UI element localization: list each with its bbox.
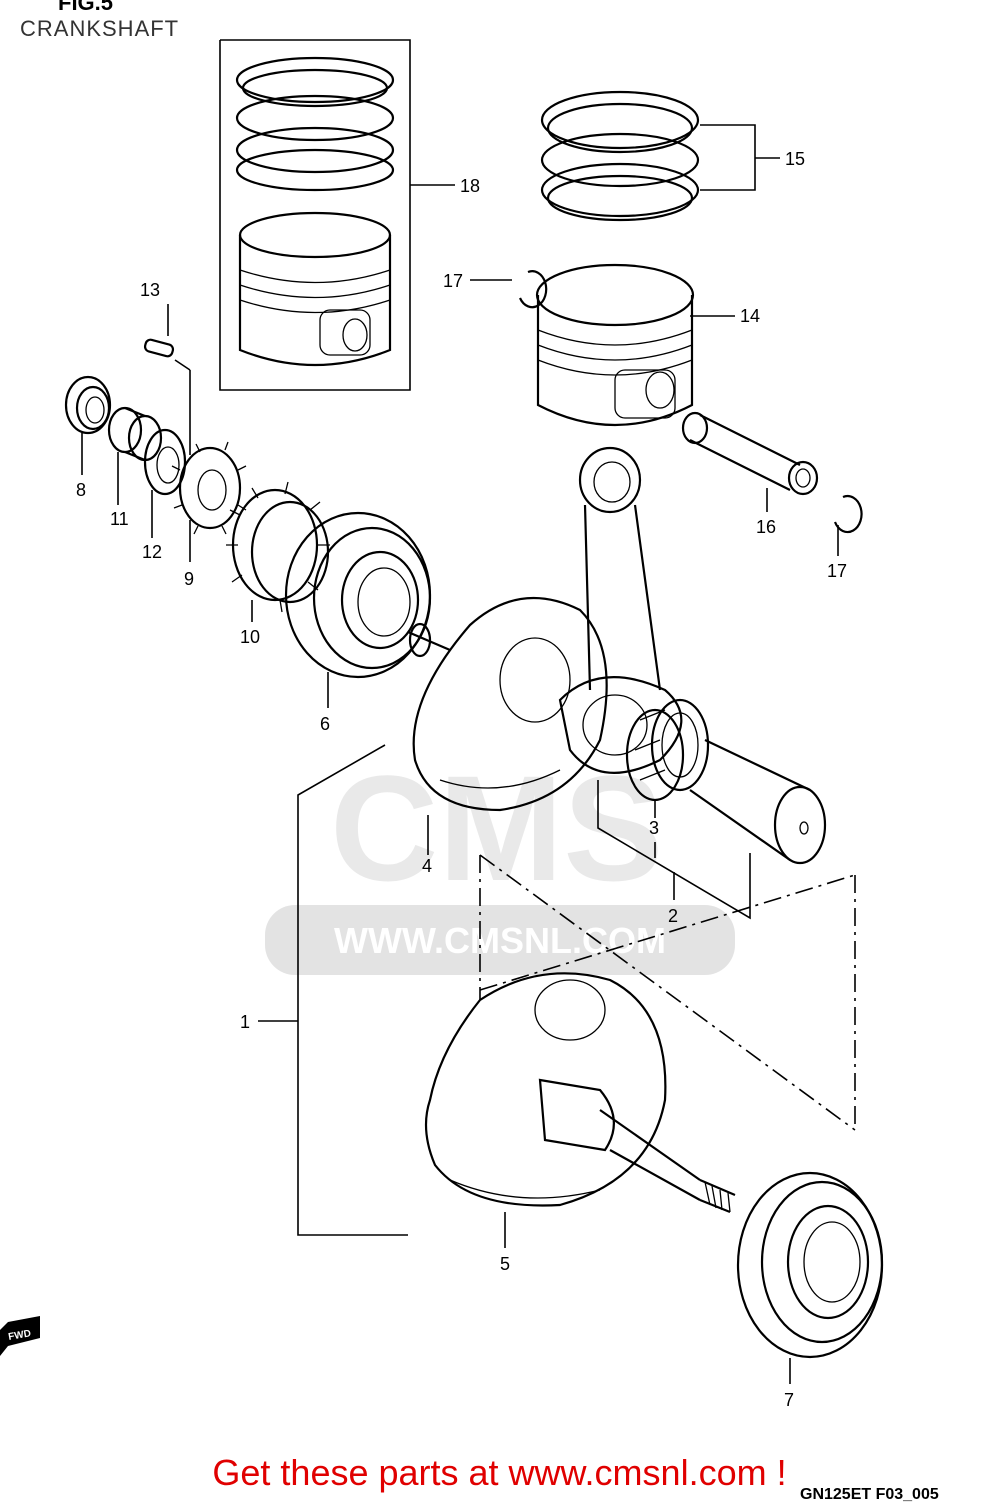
callout-3: 3 [649,818,659,838]
key-13 [143,338,175,358]
callout-2: 2 [668,906,678,926]
callout-15: 15 [785,149,805,169]
oil-seal-8 [64,375,112,435]
callout-5: 5 [500,1254,510,1274]
callout-11: 11 [110,509,129,529]
connecting-rod-4 [558,446,683,774]
forward-direction-icon: FWD [0,1316,40,1356]
callout-8: 8 [76,480,86,500]
spacer-11 [107,406,163,462]
crankshaft-right-half-5 [424,972,736,1214]
circlip-17-upper [518,270,548,309]
piston-rings-15 [540,90,700,222]
svg-text:FWD: FWD [7,1328,31,1343]
leader-lines [81,124,839,1384]
piston-pin-16 [681,411,819,496]
watermark-banner [265,905,735,975]
callout-7: 7 [784,1390,794,1410]
callout-13: 13 [140,280,160,300]
washer-12 [143,428,187,496]
callout-1: 1 [240,1012,250,1032]
figure-reference-code: GN125ET F03_005 [800,1486,939,1503]
callout-10: 10 [240,627,260,647]
assembly-guide-lines [479,854,856,1131]
callout-12: 12 [142,542,162,562]
callout-17-upper: 17 [443,271,463,291]
piston-kit-box-18 [219,39,411,391]
circlip-17-lower [833,494,863,534]
crankshaft-left-half-4 [407,596,608,812]
watermark-logo: CMS [330,744,663,912]
primary-gear-9 [171,441,247,535]
callout-9: 9 [184,569,194,589]
callout-17-lower: 17 [827,561,847,581]
bearing-7 [736,1171,884,1359]
callout-14: 14 [740,306,760,326]
watermark-url: WWW.CMSNL.COM [334,920,666,961]
callout-16: 16 [756,517,776,537]
callout-18: 18 [460,176,480,196]
crank-pin-2 [689,739,827,865]
figure-title: FIG.5 [58,0,114,15]
figure-subtitle: CRANKSHAFT [20,16,180,41]
callout-6: 6 [320,714,330,734]
piston-14 [535,263,695,426]
watermark: CMS WWW.CMSNL.COM [265,744,735,975]
callout-labels: 1 2 3 4 5 6 7 8 9 10 11 12 13 14 15 16 1… [76,149,847,1410]
callout-4: 4 [422,856,432,876]
get-parts-link[interactable]: Get these parts at www.cmsnl.com ! [212,1452,787,1493]
bearing-6 [284,511,432,679]
